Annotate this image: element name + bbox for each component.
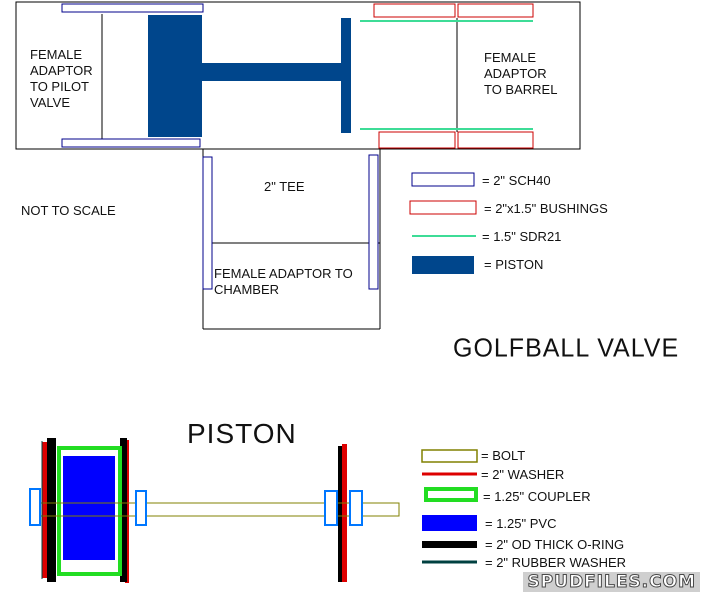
legend-swatch-pvc <box>422 515 477 531</box>
chamber-label-line-2: CHAMBER <box>214 282 280 297</box>
scale-note: NOT TO SCALE <box>21 203 116 218</box>
sch40-pipe-down-right <box>368 154 379 290</box>
sch40-pipe-bottom <box>61 138 201 148</box>
valve-outer-body <box>15 1 581 150</box>
legend-bushings-label: = 2"x1.5" BUSHINGS <box>484 201 608 216</box>
nut-mid <box>135 490 147 526</box>
bushings <box>373 3 534 149</box>
watermark: SPUDFILES.COM <box>523 572 700 593</box>
legend-rubber-washer-label: = 2" RUBBER WASHER <box>485 555 627 570</box>
piston-head <box>148 15 202 137</box>
piston-disc <box>341 18 351 133</box>
legend-swatch-oring <box>422 541 477 548</box>
barrel-label-line-3: TO BARREL <box>484 82 558 97</box>
piston-legend-swatches <box>421 449 478 564</box>
bushing-bottom-right <box>457 131 534 149</box>
valve-title: GOLFBALL VALVE <box>453 333 680 363</box>
chamber-label-line-1: FEMALE ADAPTOR TO <box>214 266 353 281</box>
oring-mid <box>120 438 127 582</box>
sch40-pipe-down-left <box>202 156 213 290</box>
barrel-label-line-1: FEMALE <box>484 50 537 65</box>
bushing-top-left <box>373 3 456 18</box>
pilot-label-line-4: VALVE <box>30 95 70 110</box>
sch40-pipes <box>61 3 379 290</box>
legend-oring-label: = 2" OD THICK O-RING <box>485 537 625 552</box>
legend-washer-label: = 2" WASHER <box>481 467 565 482</box>
barrel-label-line-2: ADAPTOR <box>484 66 547 81</box>
piston-rod <box>202 63 342 81</box>
barrel-adaptor-label: FEMALE ADAPTOR TO BARREL <box>484 50 557 98</box>
pilot-adaptor-label: FEMALE ADAPTOR TO PILOT VALVE <box>30 47 93 111</box>
legend-sch40-label: = 2" SCH40 <box>482 173 551 188</box>
bushing-top-right <box>457 3 534 18</box>
legend-swatch-sch40 <box>411 172 475 187</box>
pvc-core <box>63 456 115 560</box>
pilot-label-line-2: ADAPTOR <box>30 63 93 78</box>
legend-piston-label: = PISTON <box>484 257 544 272</box>
valve-body <box>15 1 581 330</box>
chamber-adaptor-label: FEMALE ADAPTOR TO CHAMBER <box>214 266 353 298</box>
nut-right-a <box>324 490 338 526</box>
washer-right <box>342 444 347 582</box>
nut-left <box>29 488 41 526</box>
piston-detail <box>29 438 400 583</box>
legend-sdr21-label: = 1.5" SDR21 <box>482 229 562 244</box>
valve-legend-swatches <box>409 172 477 274</box>
legend-bolt-label: = BOLT <box>481 448 526 463</box>
sch40-pipe-top <box>61 3 204 13</box>
oring-left <box>47 438 56 582</box>
legend-swatch-bushings <box>409 200 477 215</box>
legend-swatch-coupler <box>424 487 478 502</box>
pilot-label-line-3: TO PILOT <box>30 79 89 94</box>
legend-pvc-label: = 1.25" PVC <box>485 516 557 531</box>
pilot-label-line-1: FEMALE <box>30 47 83 62</box>
legend-coupler-label: = 1.25" COUPLER <box>483 489 591 504</box>
legend-swatch-piston <box>412 256 474 274</box>
tee-label: 2" TEE <box>264 179 305 194</box>
coupler <box>57 446 122 576</box>
oring-right <box>338 446 342 582</box>
washer-left <box>42 442 47 578</box>
bushing-bottom-left <box>378 131 456 149</box>
sdr21-pipe <box>360 20 533 130</box>
piston-title: PISTON <box>187 418 297 449</box>
nut-right-b <box>349 490 363 526</box>
valve-piston <box>148 15 351 137</box>
legend-swatch-bolt <box>421 449 478 463</box>
